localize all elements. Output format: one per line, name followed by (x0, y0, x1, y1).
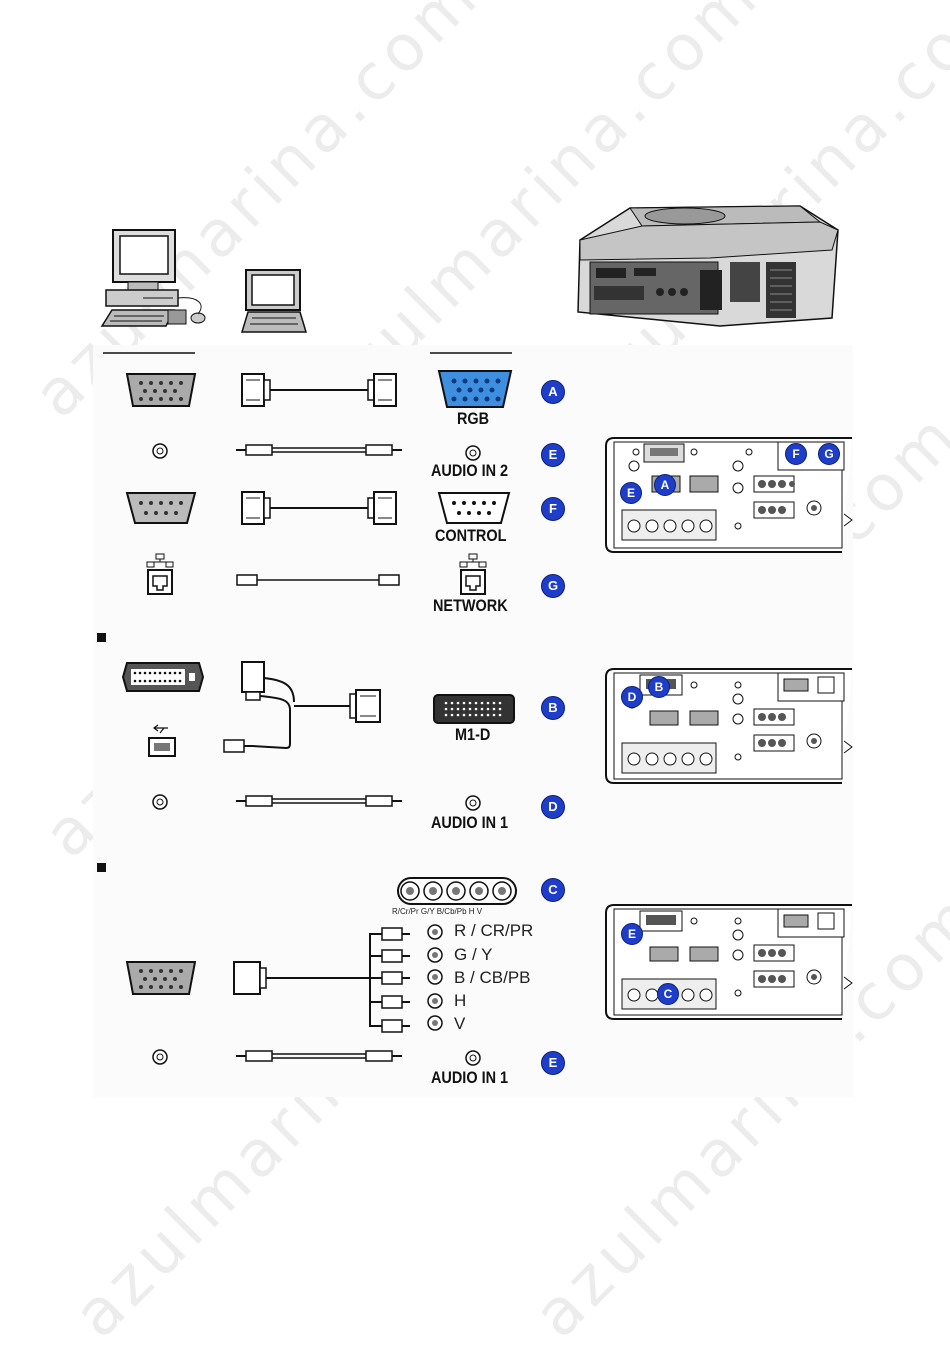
dvi-port-icon (121, 661, 205, 693)
serial-cable (238, 488, 400, 528)
projector-image (570, 200, 840, 332)
signal-label-h: H (454, 991, 466, 1011)
audio-in-1-jack-icon (464, 1049, 482, 1067)
badge-d: D (541, 795, 565, 819)
m1d-label: M1-D (455, 725, 490, 745)
audio-in-1-label: AUDIO IN 1 (431, 1068, 508, 1088)
vga-cable (238, 370, 400, 410)
badge-g: G (541, 574, 565, 598)
signal-label-r: R / CR/PR (454, 921, 533, 941)
component-small-labels: R/Cr/Pr G/Y B/Cb/Pb H V (392, 907, 482, 916)
panel1-badge-e: E (620, 482, 642, 504)
network-port-icon (459, 552, 487, 596)
panel2-badge-d: D (621, 686, 643, 708)
audio-cable (236, 440, 402, 460)
rear-panel-3 (604, 903, 854, 1021)
rear-panel-2 (604, 667, 854, 785)
m1d-cable (220, 658, 384, 756)
desktop-pc-icon (98, 226, 210, 336)
panel3-badge-c: C (657, 983, 679, 1005)
laptop-icon (240, 268, 308, 336)
badge-a: A (541, 380, 565, 404)
component-cable (230, 922, 452, 1034)
badge-f: F (541, 497, 565, 521)
badge-c: C (541, 878, 565, 902)
panel2-badge-b: B (648, 676, 670, 698)
signal-label-b: B / CB/PB (454, 968, 531, 988)
audio-in-2-label: AUDIO IN 2 (431, 461, 508, 481)
lan-port-icon (146, 552, 174, 596)
m1d-port-icon (432, 693, 516, 725)
vga-port-icon (125, 370, 197, 410)
audio-cable (236, 791, 402, 811)
panel1-badge-g: G (818, 443, 840, 465)
audio-in-1-label: AUDIO IN 1 (431, 813, 508, 833)
panel1-badge-a: A (654, 474, 676, 496)
control-label: CONTROL (435, 526, 506, 546)
serial-port-icon (125, 490, 197, 526)
vga-port-icon (125, 958, 197, 998)
badge-e: E (541, 1051, 565, 1075)
device-separator-lines (100, 352, 520, 356)
control-port-icon (437, 490, 511, 526)
usb-port-icon (146, 724, 178, 758)
rgb-label: RGB (457, 409, 489, 429)
signal-label-g: G / Y (454, 945, 492, 965)
section-bullet (97, 863, 106, 872)
audio-jack-icon (151, 442, 169, 460)
section-bullet (97, 633, 106, 642)
audio-jack-icon (151, 1048, 169, 1066)
badge-e: E (541, 443, 565, 467)
component-port-strip (396, 876, 518, 906)
audio-jack-icon (151, 793, 169, 811)
audio-in-1-jack-icon (464, 794, 482, 812)
audio-cable (236, 1046, 402, 1066)
panel1-badge-f: F (785, 443, 807, 465)
badge-b: B (541, 696, 565, 720)
network-label: NETWORK (433, 596, 508, 616)
panel3-badge-e: E (621, 923, 643, 945)
rgb-port-icon (437, 368, 513, 410)
audio-in-2-jack-icon (464, 444, 482, 462)
signal-label-v: V (454, 1014, 465, 1034)
lan-cable (235, 572, 401, 588)
